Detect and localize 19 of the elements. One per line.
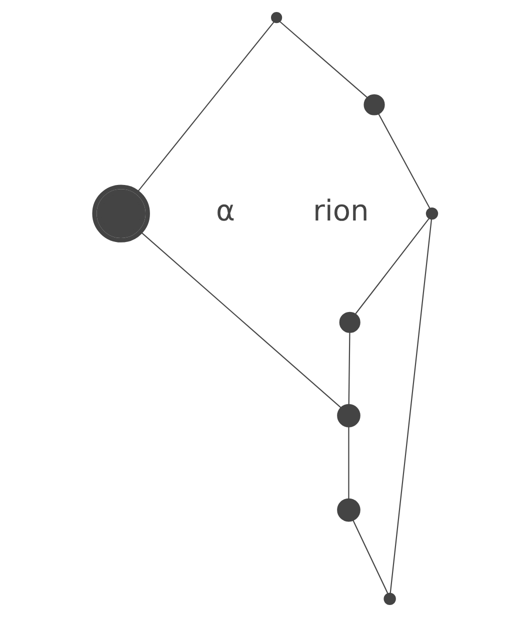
node-circle xyxy=(363,94,384,116)
connector xyxy=(378,114,430,209)
node-circle xyxy=(336,404,360,428)
connector xyxy=(348,332,350,404)
node-circle xyxy=(425,207,438,220)
node-circle xyxy=(338,312,360,333)
connector xyxy=(389,219,432,594)
connector xyxy=(354,218,429,314)
node-circle xyxy=(383,592,396,605)
connector xyxy=(352,520,388,594)
connector xyxy=(278,21,367,98)
connector xyxy=(136,22,274,193)
node-label: rion xyxy=(312,194,368,228)
node-circle xyxy=(270,12,282,24)
node-circle xyxy=(92,184,150,242)
connector xyxy=(348,426,349,499)
connector xyxy=(140,232,341,408)
node-label: α xyxy=(215,194,234,228)
node-circle xyxy=(336,498,360,522)
